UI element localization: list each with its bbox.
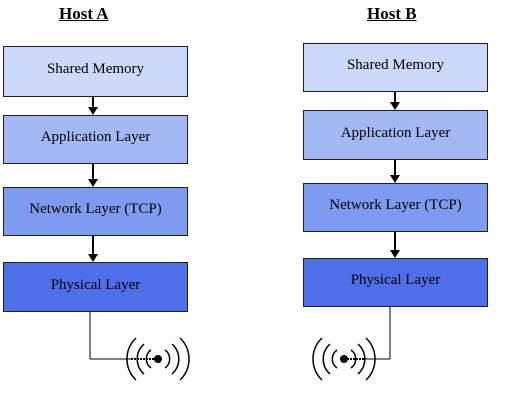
host-b-network-layer-label: Network Layer (TCP)	[329, 197, 462, 213]
host-a-application-layer-label: Application Layer	[40, 129, 151, 145]
host-a-physical-link	[89, 312, 158, 360]
host-a-shared-memory-label: Shared Memory	[46, 61, 145, 77]
host-a-physical-layer-box: Physical Layer	[3, 262, 188, 312]
antenna-signal-icon	[126, 337, 190, 381]
host-a-physical-layer-label: Physical Layer	[50, 276, 141, 293]
host-b-arrow-network-to-physical	[390, 232, 400, 258]
host-a-network-layer-label: Network Layer (TCP)	[29, 201, 162, 217]
host-b-shared-memory-box: Shared Memory	[303, 43, 488, 92]
host-b-arrow-shared-to-app	[390, 92, 400, 110]
host-a-shared-memory-box: Shared Memory	[3, 46, 188, 97]
antenna-signal-icon	[312, 337, 376, 381]
host-b-physical-layer-label: Physical Layer	[350, 272, 441, 288]
host-b-application-layer-box: Application Layer	[303, 110, 488, 160]
host-b-network-layer-box: Network Layer (TCP)	[303, 183, 488, 232]
host-b-physical-link	[344, 307, 391, 360]
host-a-network-layer-box: Network Layer (TCP)	[3, 187, 188, 236]
host-a-arrow-network-to-physical	[88, 236, 98, 262]
host-a-title: Host A	[59, 4, 109, 23]
host-b-physical-layer-box: Physical Layer	[303, 258, 488, 307]
host-a-application-layer-box: Application Layer	[3, 115, 188, 164]
host-b-application-layer-label: Application Layer	[340, 124, 451, 141]
host-b-shared-memory-label: Shared Memory	[346, 57, 445, 73]
host-b-title: Host B	[367, 4, 417, 23]
host-b-arrow-app-to-network	[390, 160, 400, 183]
host-a-arrow-app-to-network	[88, 164, 98, 187]
host-a-arrow-shared-to-app	[88, 97, 98, 115]
